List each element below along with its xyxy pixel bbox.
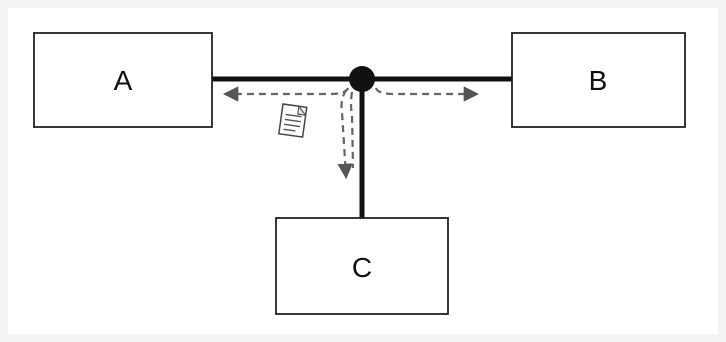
flow-to-b	[374, 86, 480, 102]
flow-to-a	[222, 86, 350, 102]
node-c: C	[275, 217, 449, 315]
node-c-label: C	[352, 252, 372, 283]
flow-to-c-inner	[349, 91, 355, 169]
node-c-box	[275, 217, 449, 315]
dashed-flow-paths	[222, 86, 480, 180]
flow-to-c-outer	[337, 89, 353, 180]
node-a-label: A	[114, 65, 133, 96]
node-b-box	[511, 32, 686, 128]
node-a: A	[33, 32, 213, 128]
junction-dot-icon	[349, 66, 375, 92]
node-b-label: B	[589, 65, 608, 96]
node-b: B	[511, 32, 686, 128]
node-a-box	[33, 32, 213, 128]
document-icon	[277, 103, 308, 138]
